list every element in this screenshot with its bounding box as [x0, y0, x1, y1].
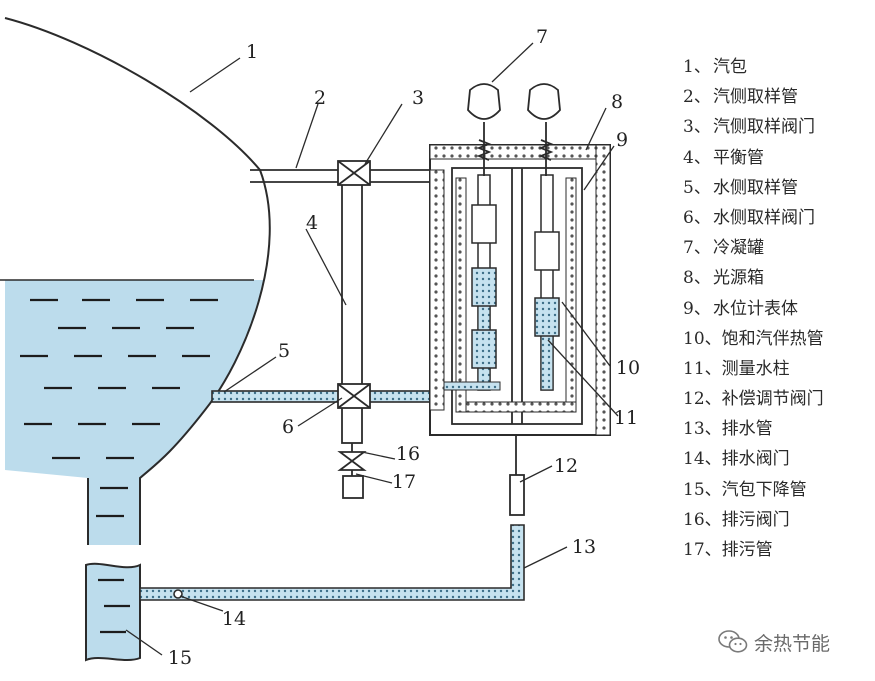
- callout-6: 6: [282, 416, 294, 438]
- steam-drum: [0, 17, 271, 662]
- legend-label: 汽侧取样阀门: [713, 117, 815, 138]
- callout-8: 8: [611, 91, 623, 113]
- legend-label: 饱和汽伴热管: [721, 328, 824, 349]
- water-side-valve: [337, 383, 371, 409]
- legend-item: 5、水侧取样管: [683, 173, 873, 203]
- legend-item: 16、排污阀门: [683, 505, 873, 535]
- legend-item: 9、水位计表体: [683, 294, 873, 324]
- legend-number: 6、: [683, 207, 711, 228]
- callout-9: 9: [616, 129, 628, 151]
- legend-label: 排污阀门: [721, 509, 790, 530]
- legend-item: 12、补偿调节阀门: [683, 384, 873, 414]
- legend-item: 1、汽包: [683, 52, 873, 82]
- legend-item: 13、排水管: [683, 414, 873, 444]
- callout-2: 2: [314, 87, 326, 109]
- legend-label: 排水阀门: [721, 449, 790, 470]
- legend-label: 水侧取样阀门: [713, 207, 815, 228]
- legend-number: 5、: [683, 177, 711, 198]
- legend-label: 测量水柱: [721, 358, 790, 379]
- legend-number: 7、: [683, 238, 711, 259]
- legend-item: 4、平衡管: [683, 143, 873, 173]
- callout-13: 13: [572, 536, 596, 558]
- legend-number: 15、: [683, 479, 722, 500]
- legend-number: 17、: [683, 540, 722, 560]
- legend-label: 排污管: [721, 540, 773, 560]
- legend-label: 水位计表体: [713, 298, 798, 319]
- callout-4: 4: [306, 212, 318, 234]
- compensation-valve: [509, 435, 525, 516]
- legend-number: 3、: [683, 117, 711, 138]
- legend-label: 冷凝罐: [713, 238, 764, 259]
- legend-number: 8、: [683, 268, 711, 289]
- callout-15: 15: [168, 647, 192, 669]
- legend-label: 排水管: [721, 419, 773, 440]
- legend-item: 11、测量水柱: [683, 354, 873, 384]
- legend-item: 14、排水阀门: [683, 444, 873, 474]
- legend-item: 7、冷凝罐: [683, 233, 873, 263]
- callout-12: 12: [554, 455, 578, 477]
- legend-item: 10、饱和汽伴热管: [683, 324, 873, 354]
- legend-item: 8、光源箱: [683, 263, 873, 293]
- legend-label: 光源箱: [713, 268, 764, 289]
- legend-number: 11、: [683, 358, 722, 379]
- watermark-text: 余热节能: [754, 632, 831, 655]
- condensate-pots: [467, 83, 561, 176]
- legend-label: 补偿调节阀门: [721, 389, 824, 410]
- drain-pipe: [139, 524, 525, 601]
- legend-item: 15、汽包下降管: [683, 475, 873, 505]
- callout-10: 10: [616, 357, 640, 379]
- callout-16: 16: [396, 443, 420, 465]
- legend-item: 6、水侧取样阀门: [683, 203, 873, 233]
- callout-5: 5: [278, 340, 290, 362]
- steam-tracing-pipe: [455, 177, 577, 413]
- wechat-icon: [718, 630, 748, 653]
- legend-item: 2、汽侧取样管: [683, 82, 873, 112]
- legend-number: 14、: [683, 449, 722, 470]
- legend-label: 汽侧取样管: [713, 87, 798, 108]
- callout-14: 14: [222, 608, 246, 630]
- callout-11: 11: [614, 407, 638, 429]
- legend-item: 17、排污管: [683, 535, 873, 565]
- blowdown-pipe: [342, 475, 364, 499]
- blowdown-valve: [337, 443, 367, 476]
- legend-label: 汽包: [713, 57, 747, 77]
- steam-side-valve: [337, 160, 371, 186]
- legend-number: 16、: [683, 509, 722, 530]
- steam-sampling-pipe: [250, 169, 440, 183]
- legend-number: 13、: [683, 419, 722, 440]
- watermark: 余热节能: [718, 628, 830, 656]
- legend-number: 1、: [683, 57, 711, 77]
- legend-number: 4、: [683, 147, 711, 168]
- legend-label: 汽包下降管: [721, 479, 807, 500]
- callout-1: 1: [246, 41, 258, 63]
- legend-number: 9、: [683, 298, 711, 319]
- legend-number: 2、: [683, 87, 711, 108]
- callout-7: 7: [536, 26, 548, 48]
- legend-label: 平衡管: [713, 147, 764, 168]
- legend-label: 水侧取样管: [713, 177, 798, 198]
- water-sampling-pipe: [211, 390, 443, 403]
- legend-number: 12、: [683, 389, 722, 410]
- callout-17: 17: [392, 471, 416, 493]
- legend-item: 3、汽侧取样阀门: [683, 112, 873, 142]
- legend-list: 1、汽包 2、汽侧取样管 3、汽侧取样阀门 4、平衡管 5、水侧取样管 6、水侧…: [683, 52, 873, 565]
- callout-3: 3: [412, 87, 424, 109]
- legend-number: 10、: [683, 328, 722, 349]
- measuring-water-columns: [443, 174, 560, 391]
